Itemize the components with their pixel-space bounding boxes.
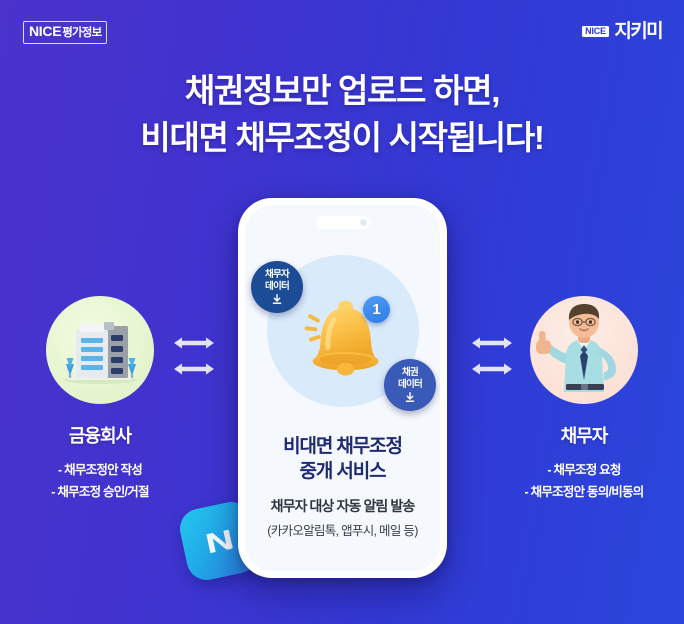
debtor-bullet-2: - 채무조정안 동의/비동의 (524, 484, 644, 499)
service-title-line-1: 비대면 채무조정 (283, 436, 403, 457)
nice-evaluation-logo: NICE 평가정보 (23, 21, 108, 44)
double-arrow-icon (174, 337, 214, 349)
financial-company-bullet-1: - 채무조정안 작성 (57, 463, 143, 477)
bell-icon (304, 300, 379, 376)
debtor-data-label-1: 채무자 (264, 269, 290, 281)
double-arrow-icon (472, 363, 512, 375)
service-title-line-2: 중개 서비스 (299, 461, 386, 483)
service-subtitle: 채무자 대상 자동 알림 발송 (270, 498, 416, 514)
headline-line-1: 채권정보만 업로드 하면, (184, 72, 501, 109)
nice-wordmark: NICE (29, 23, 62, 39)
smartphone-mockup: 1 채무자 데이터 채권 데이터 (238, 198, 447, 578)
nice-jikimi-logo: NICE 지키미 (581, 21, 664, 42)
claim-data-label-1: 채권 (401, 367, 419, 379)
financial-company-bullet-2: - 채무조정 승인/거절 (51, 484, 149, 499)
front-camera-icon (359, 219, 367, 226)
debtor-bullet-1: - 채무조정 요청 (547, 463, 621, 477)
download-icon (272, 293, 282, 304)
company-building-icon (46, 296, 154, 404)
bell-illustration: 1 채무자 데이터 채권 데이터 (245, 249, 440, 427)
double-arrow-icon (174, 363, 214, 375)
debtor-data-label-2: 데이터 (264, 280, 290, 292)
jikimi-wordmark: 지키미 (614, 21, 663, 42)
debtor-data-badge: 채무자 데이터 (251, 261, 303, 313)
claim-data-badge: 채권 데이터 (384, 359, 436, 411)
financial-company-details: - 채무조정안 작성 - 채무조정 승인/거절 (0, 460, 200, 503)
notification-count-badge: 1 (363, 296, 390, 323)
nice-wordmark-korean: 평가정보 (62, 27, 102, 39)
debtor-title: 채무자 (560, 426, 609, 446)
nice-chip-wordmark: NICE (581, 25, 610, 38)
service-channels-note: (카카오알림톡, 앱푸시, 메일 등) (267, 524, 418, 538)
app-tile-icon (176, 498, 262, 584)
headline-line-2: 비대면 채무조정이 시작됩니다! (140, 118, 545, 156)
debtor-details: - 채무조정 요청 - 채무조정안 동의/비동의 (484, 460, 684, 503)
right-exchange-arrows (462, 335, 522, 377)
download-icon (405, 391, 415, 402)
phone-screen: 1 채무자 데이터 채권 데이터 (245, 205, 440, 571)
phone-notch (315, 216, 370, 229)
claim-data-label-2: 데이터 (397, 378, 423, 390)
double-arrow-icon (472, 337, 512, 349)
service-title: 비대면 채무조정 중개 서비스 (245, 434, 440, 485)
debtor-column: 채무자 - 채무조정 요청 - 채무조정안 동의/비동의 (484, 296, 684, 503)
financial-company-title: 금융회사 (68, 426, 132, 446)
headline: 채권정보만 업로드 하면, 비대면 채무조정이 시작됩니다! (0, 68, 684, 162)
left-exchange-arrows (164, 335, 224, 377)
debtor-person-icon (530, 296, 638, 404)
financial-company-column: 금융회사 - 채무조정안 작성 - 채무조정 승인/거절 (0, 296, 200, 503)
